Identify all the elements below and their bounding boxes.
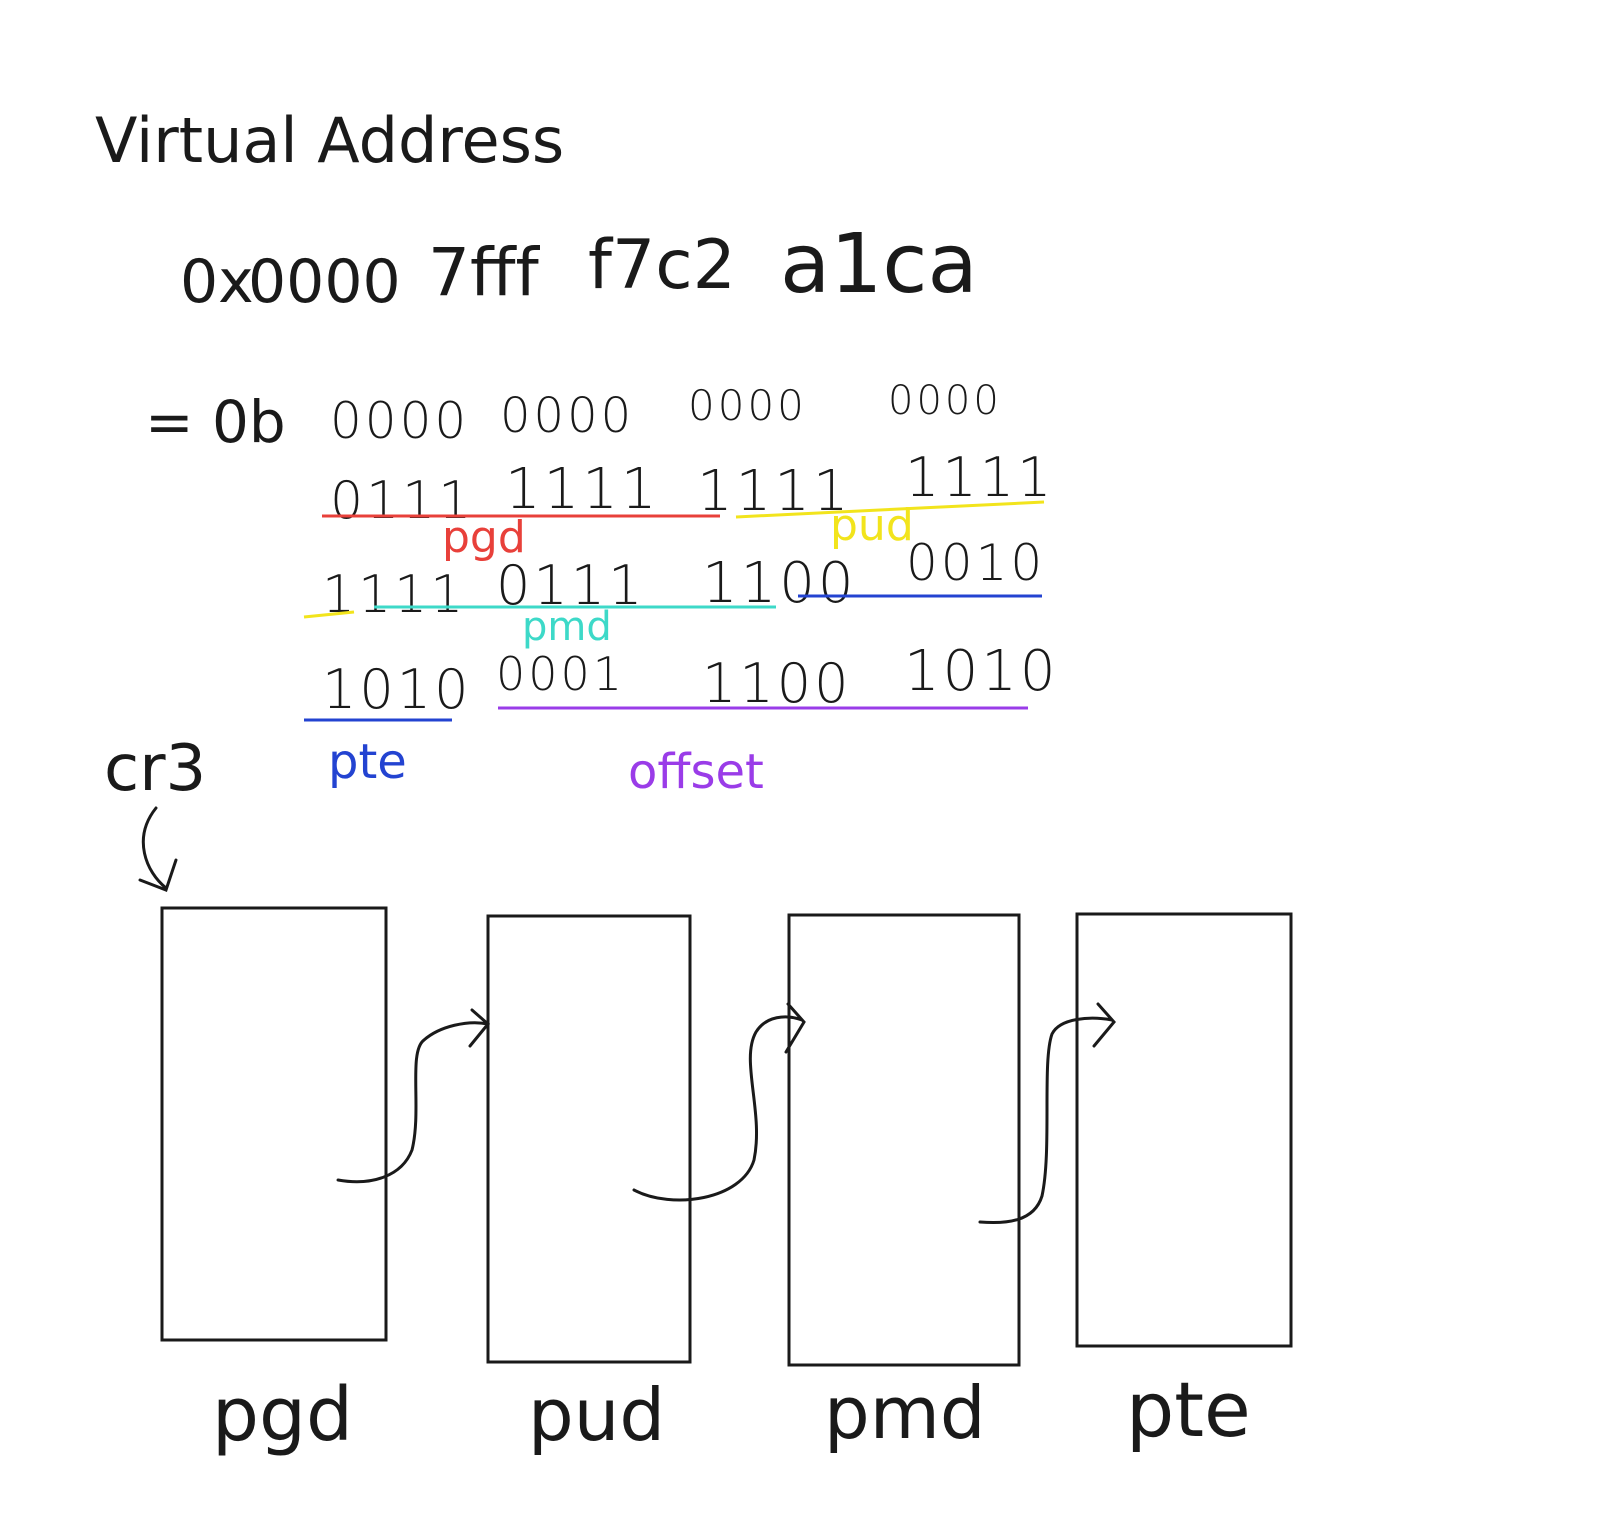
pmd-bits-label: pmd: [522, 604, 612, 650]
pud-to-pmd-arrow: [632, 1002, 806, 1202]
binary-row4-nibble2: 0001: [496, 647, 625, 701]
binary-row4-nibble4: 1010: [904, 639, 1059, 704]
binary-row1-nibble4: 0000: [888, 378, 1002, 424]
binary-row4-nibble3: 1100: [702, 652, 851, 715]
pmd-table-box: [787, 913, 1021, 1367]
binary-row1-nibble1: 0000: [330, 392, 469, 450]
pgd-table-box: [160, 906, 388, 1342]
pmd-table-label: pmd: [824, 1371, 986, 1455]
hex-group-4: a1ca: [780, 217, 978, 312]
pmd-to-pte-arrow: [978, 1002, 1116, 1225]
hex-group-1: 0000: [248, 247, 401, 317]
pte-table-box: [1075, 912, 1293, 1348]
cr3-label: cr3: [104, 732, 206, 806]
binary-prefix: = 0b: [145, 388, 286, 456]
binary-row3-nibble1: 1111: [322, 565, 466, 625]
binary-row1-nibble2: 0000: [500, 388, 634, 444]
pgd-table-label: pgd: [212, 1372, 353, 1458]
cr3-arrow: [138, 806, 178, 892]
binary-row3-nibble4: 0010: [906, 534, 1045, 592]
binary-row2-nibble2: 1111: [505, 457, 660, 522]
hex-group-3: f7c2: [588, 226, 736, 305]
pte-table-label: pte: [1126, 1365, 1251, 1454]
binary-row2-nibble1: 0111: [330, 471, 474, 531]
pud-bits-underline: [735, 500, 1045, 519]
pud-table-label: pud: [528, 1373, 665, 1457]
pte-bits-label: pte: [328, 734, 407, 790]
binary-row2-nibble4: 1111: [905, 446, 1054, 509]
pud-table-box: [486, 914, 692, 1364]
hex-prefix: 0x: [180, 247, 254, 317]
pud-bits-underline-continued: [303, 610, 355, 619]
hex-group-2: 7fff: [428, 234, 540, 311]
pud-bits-label: pud: [830, 500, 914, 551]
binary-row4-nibble1: 1010: [322, 658, 471, 721]
binary-row1-nibble3: 0000: [688, 381, 807, 430]
pgd-bits-label: pgd: [442, 512, 526, 563]
pgd-to-pud-arrow: [336, 1008, 491, 1184]
diagram-title: Virtual Address: [95, 104, 564, 177]
binary-row3-nibble3: 1100: [702, 551, 857, 616]
offset-bits-label: offset: [628, 744, 764, 800]
